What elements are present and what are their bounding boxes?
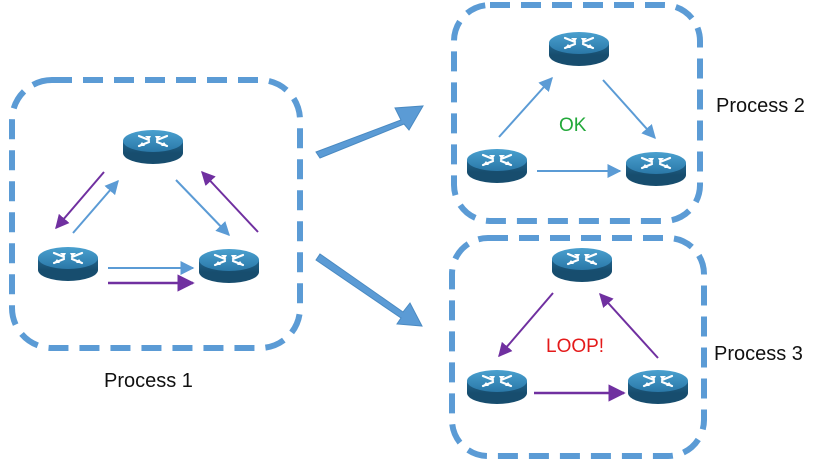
process3-frame	[449, 235, 707, 459]
transition-arrow-to-process2	[315, 105, 424, 159]
router-icon	[624, 150, 688, 188]
p1-purple-right-to-top	[201, 170, 259, 233]
router-icon	[121, 128, 185, 166]
process1-label: Process 1	[104, 370, 193, 392]
process1-frame	[9, 77, 303, 351]
router-icon	[626, 368, 690, 406]
router-icon	[547, 30, 611, 68]
process3-status: LOOP!	[546, 336, 605, 357]
p1-purple-top-to-left	[55, 171, 105, 230]
p3-purple-top-to-left	[498, 292, 554, 358]
process3-label: Process 3	[714, 343, 803, 365]
p2-blue-top-to-right	[602, 79, 656, 140]
transition-arrow-to-process3	[315, 253, 423, 327]
router-icon	[197, 247, 261, 285]
p3-purple-right-to-top	[599, 292, 659, 359]
process2-status: OK	[559, 115, 587, 136]
router-icon	[36, 245, 100, 283]
router-icon	[550, 246, 614, 284]
process2-label: Process 2	[716, 95, 805, 117]
p1-blue-top-to-right	[175, 179, 230, 237]
router-icon	[465, 147, 529, 185]
p2-blue-left-to-top	[498, 76, 553, 138]
router-icon	[465, 368, 529, 406]
p1-blue-left-to-top	[72, 179, 119, 234]
